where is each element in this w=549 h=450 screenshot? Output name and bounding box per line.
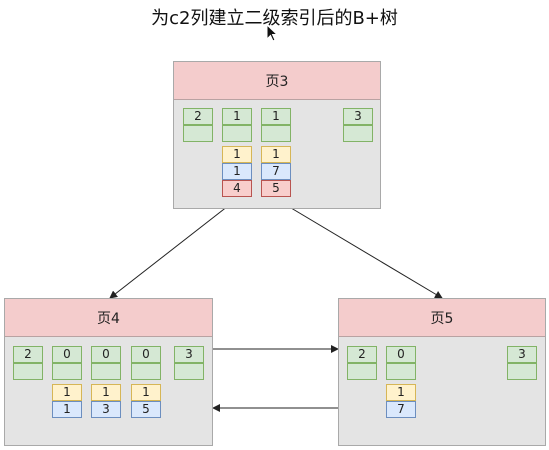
record-key: 0	[91, 346, 121, 363]
page-header: 页4	[5, 299, 212, 337]
record-pointer	[13, 363, 43, 380]
record-key: 0	[52, 346, 82, 363]
record-key: 3	[507, 346, 537, 363]
record-key: 3	[174, 346, 204, 363]
record-page-number: 4	[222, 180, 252, 197]
record-c1: 7	[386, 401, 416, 418]
page-header: 页5	[339, 299, 545, 337]
record-pointer	[261, 125, 291, 142]
record-c2: 1	[52, 384, 82, 401]
diagram-title: 为c2列建立二级索引后的B+树	[151, 8, 398, 29]
record-c2: 1	[91, 384, 121, 401]
record-pointer	[386, 363, 416, 380]
record-c2: 1	[261, 146, 291, 163]
record-c1: 1	[222, 163, 252, 180]
child-page-arrow	[109, 198, 238, 299]
record-pointer	[507, 363, 537, 380]
record-c1: 1	[52, 401, 82, 418]
record-pointer	[222, 125, 252, 142]
page-header: 页3	[174, 62, 380, 100]
record-pointer	[347, 363, 377, 380]
record-key: 3	[343, 108, 373, 125]
child-page-arrow	[275, 198, 443, 299]
record-pointer	[174, 363, 204, 380]
record-key: 2	[13, 346, 43, 363]
record-key: 2	[347, 346, 377, 363]
mouse-cursor-icon	[266, 23, 279, 46]
record-pointer	[131, 363, 161, 380]
record-key: 0	[386, 346, 416, 363]
record-key: 2	[183, 108, 213, 125]
record-key: 0	[131, 346, 161, 363]
record-c1: 7	[261, 163, 291, 180]
record-c1: 3	[91, 401, 121, 418]
record-c2: 1	[131, 384, 161, 401]
record-pointer	[91, 363, 121, 380]
record-c1: 5	[131, 401, 161, 418]
record-key: 1	[261, 108, 291, 125]
record-pointer	[343, 125, 373, 142]
record-c2: 1	[386, 384, 416, 401]
record-key: 1	[222, 108, 252, 125]
record-c2: 1	[222, 146, 252, 163]
record-page-number: 5	[261, 180, 291, 197]
record-pointer	[183, 125, 213, 142]
record-pointer	[52, 363, 82, 380]
